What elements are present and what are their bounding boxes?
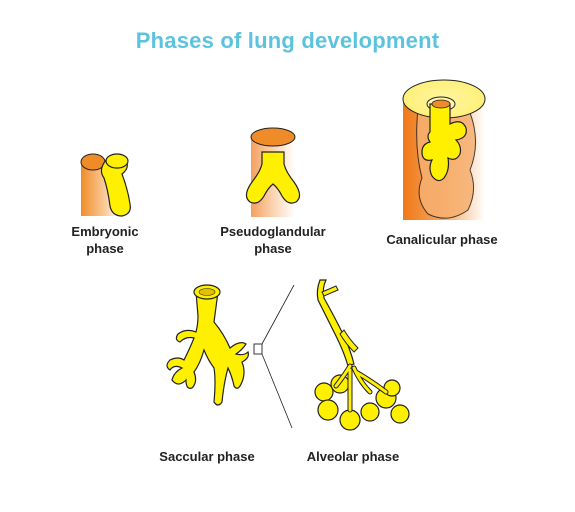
alveolar-phase-illustration <box>314 279 410 431</box>
saccular-phase-illustration <box>166 284 295 429</box>
diagram-title: Phases of lung development <box>135 28 440 53</box>
canalicular-phase-illustration <box>402 79 486 220</box>
canalicular-phase-label: Canalicular phase <box>386 232 498 247</box>
embryonic-phase-label: Embryonic phase <box>71 224 139 256</box>
saccular-phase-label: Saccular phase <box>159 449 255 464</box>
pseudoglandular-phase-label: Pseudoglandular phase <box>220 224 326 256</box>
embryonic-phase-illustration <box>80 153 131 217</box>
pseudoglandular-phase-illustration <box>245 127 301 217</box>
alveolar-phase-label: Alveolar phase <box>306 449 400 464</box>
